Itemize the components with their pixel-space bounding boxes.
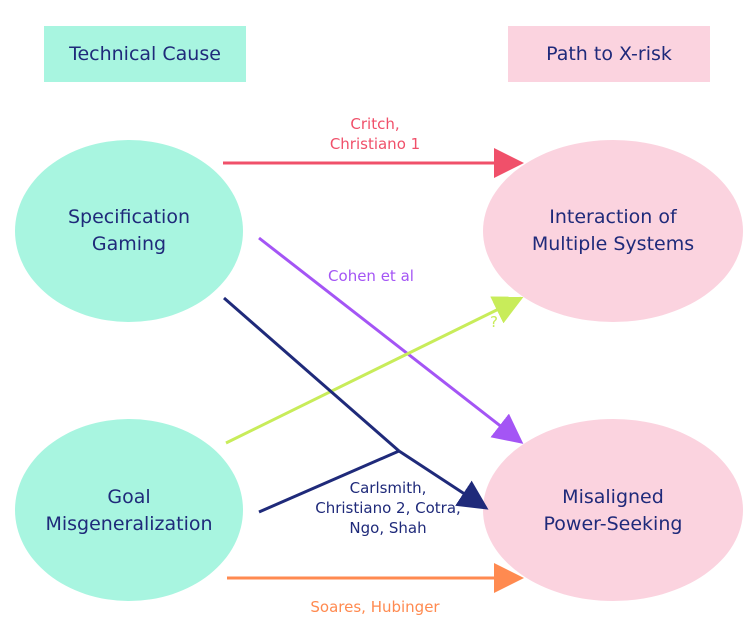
cohen-label: Cohen et al xyxy=(328,267,414,285)
technical-cause-header: Technical Cause xyxy=(44,26,246,82)
carlsmith-arrow xyxy=(398,449,489,510)
question-arrow xyxy=(225,296,524,445)
question-label: ? xyxy=(490,313,498,331)
goal-misgen-node xyxy=(15,419,243,601)
carlsmith-arrow-goal-branch xyxy=(258,449,400,514)
path-to-xrisk-header: Path to X-risk xyxy=(508,26,710,82)
goal-misgen-label: Goal Misgeneralization xyxy=(45,486,213,535)
carlsmith-arrow-spec-branch xyxy=(223,296,400,453)
power-seeking-label: Misaligned Power-Seeking xyxy=(543,486,683,535)
cohen-arrow xyxy=(258,236,524,444)
power-seeking-node xyxy=(483,419,743,601)
spec-gaming-label: Specification Gaming xyxy=(68,206,190,255)
interaction-node xyxy=(483,140,743,322)
spec-gaming-node xyxy=(15,140,243,322)
carlsmith-label: Carlsmith, Christiano 2, Cotra, Ngo, Sha… xyxy=(315,479,461,537)
critch-label: Critch, Christiano 1 xyxy=(329,115,421,153)
interaction-label: Interaction of Multiple Systems xyxy=(531,206,695,255)
soares-label: Soares, Hubinger xyxy=(310,598,440,616)
